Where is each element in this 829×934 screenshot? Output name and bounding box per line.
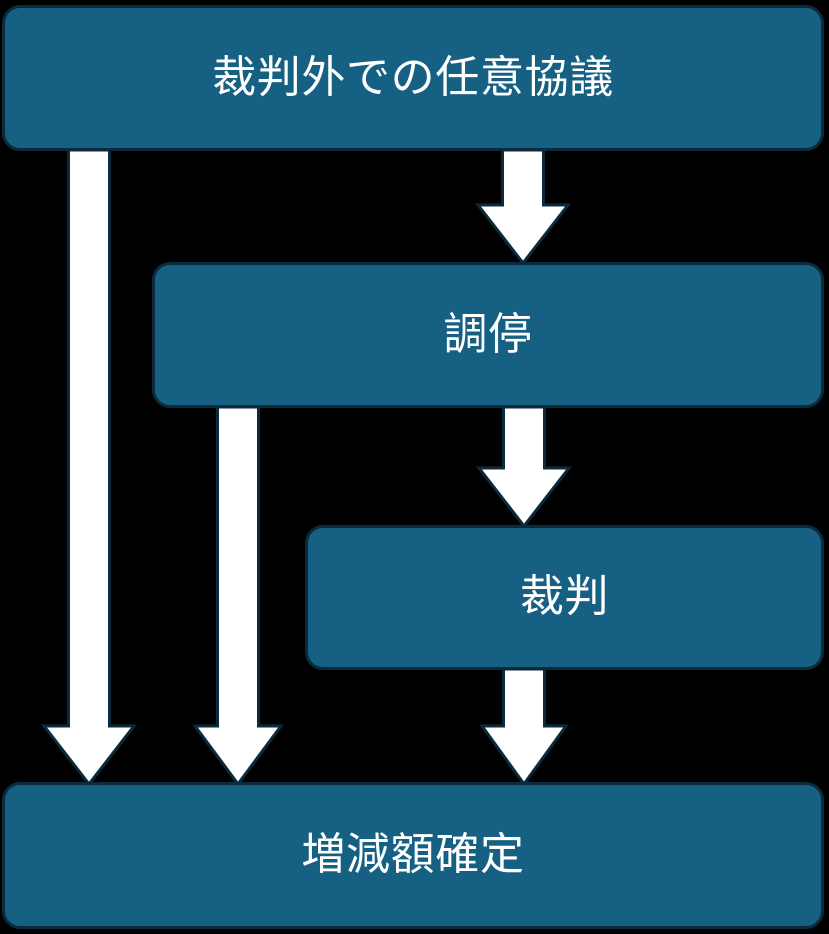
arrow-trial-to-settlement — [479, 667, 569, 787]
node-trial-label: 裁判 — [519, 572, 610, 622]
node-settlement[interactable]: 増減額確定 — [2, 782, 824, 929]
node-settlement-label: 増減額確定 — [301, 830, 525, 880]
node-mediation-label: 調停 — [443, 309, 533, 359]
node-trial[interactable]: 裁判 — [305, 525, 824, 670]
node-mediation[interactable]: 調停 — [152, 262, 824, 408]
arrow-mediation-to-settlement — [192, 405, 284, 787]
arrow-negotiation-to-settlement — [40, 148, 138, 787]
arrow-negotiation-to-mediation — [474, 148, 572, 266]
arrow-mediation-to-trial — [475, 405, 573, 529]
node-negotiation-label: 裁判外での任意協議 — [212, 52, 614, 102]
node-negotiation[interactable]: 裁判外での任意協議 — [2, 5, 824, 151]
